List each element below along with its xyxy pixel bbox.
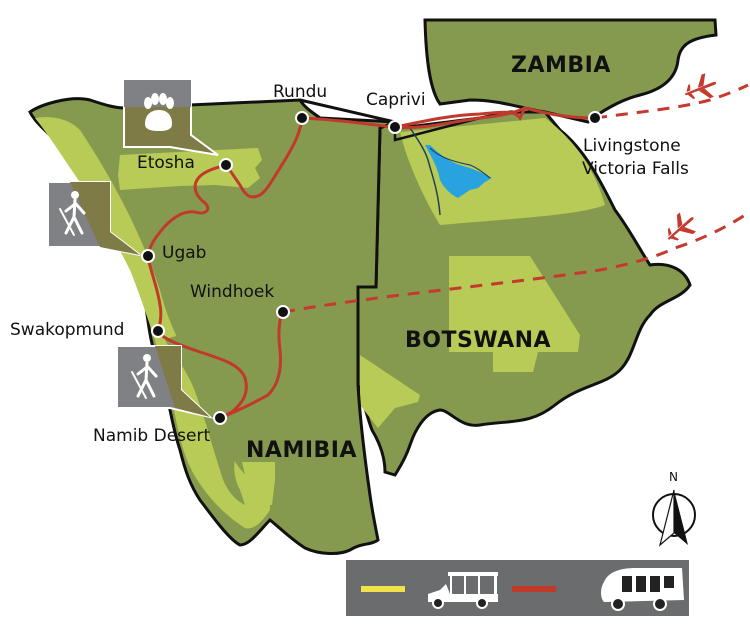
place-label-namib-desert: Namib Desert	[93, 426, 211, 446]
marker-rundu[interactable]	[295, 111, 309, 125]
transport-legend	[346, 560, 689, 616]
marker-caprivi[interactable]	[388, 120, 402, 134]
zambia-region	[423, 18, 718, 124]
flight-routes	[282, 83, 749, 314]
place-label-caprivi: Caprivi	[366, 90, 426, 110]
marker-windhoek[interactable]	[276, 305, 290, 319]
place-label-rundu: Rundu	[273, 82, 328, 102]
callout-ugab	[47, 181, 141, 256]
airplane-icon	[667, 212, 697, 241]
legend-swatch-red	[512, 586, 556, 592]
marker-etosha[interactable]	[219, 158, 233, 172]
place-label-victoria-falls: Victoria Falls	[582, 159, 689, 179]
marker-swakopmund[interactable]	[151, 324, 165, 338]
marker-namib-desert[interactable]	[213, 411, 227, 425]
minibus-icon	[601, 568, 684, 611]
marker-livingstone[interactable]	[588, 111, 602, 125]
place-label-etosha: Etosha	[137, 153, 195, 173]
botswana-region	[356, 110, 692, 477]
paw-print-icon	[144, 93, 174, 131]
compass-icon	[652, 489, 696, 547]
airplane-icon	[684, 73, 717, 99]
compass-north-label: N	[669, 470, 678, 484]
open-safari-vehicle-icon	[428, 572, 498, 609]
place-label-livingstone: Livingstone	[583, 136, 681, 156]
country-label-namibia: NAMIBIA	[246, 438, 357, 463]
place-markers	[141, 111, 602, 425]
country-label-botswana: BOTSWANA	[405, 328, 552, 353]
legend-swatch-yellow	[361, 586, 405, 592]
place-label-swakopmund: Swakopmund	[10, 320, 125, 340]
place-label-windhoek: Windhoek	[190, 282, 275, 302]
marker-ugab[interactable]	[141, 249, 155, 263]
country-label-zambia: ZAMBIA	[511, 53, 611, 78]
place-label-ugab: Ugab	[162, 243, 207, 263]
hiker-icon	[131, 354, 158, 399]
okavango-delta	[409, 127, 492, 216]
callout-namib	[116, 345, 214, 419]
hiker-icon	[59, 191, 86, 236]
